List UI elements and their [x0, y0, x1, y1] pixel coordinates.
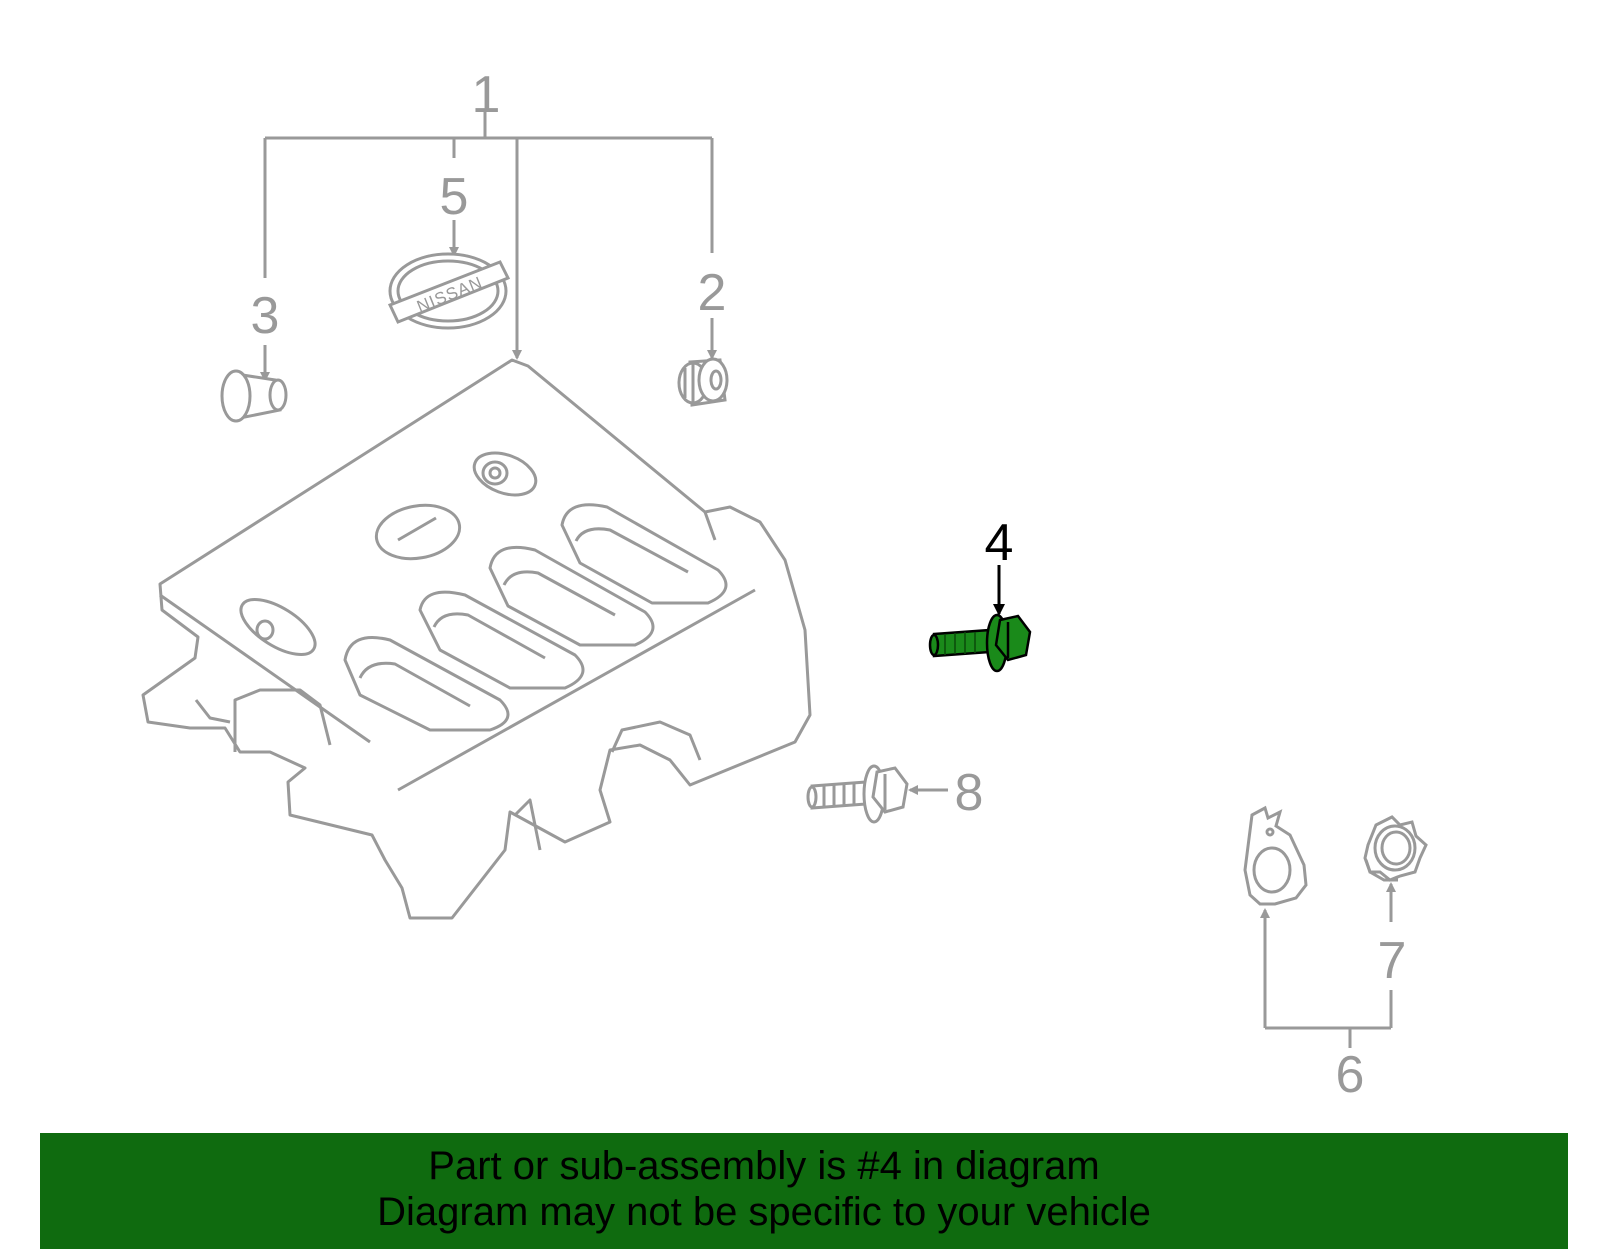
banner-line-1: Part or sub-assembly is #4 in diagram	[428, 1144, 1100, 1188]
grommet-part	[677, 357, 729, 407]
emblem: NISSAN	[387, 252, 511, 330]
callout-8: 8	[955, 764, 984, 822]
callout-5: 5	[440, 168, 469, 226]
callout-7: 7	[1378, 932, 1407, 990]
callout-2: 2	[698, 264, 727, 322]
bolt-part-8	[806, 764, 909, 824]
nut-part-7	[1363, 815, 1428, 882]
bracket-part-6	[1243, 805, 1308, 906]
callout-1: 1	[472, 66, 501, 124]
leader-lines-1	[260, 112, 717, 382]
callout-3: 3	[251, 287, 280, 345]
bolt-highlighted	[928, 613, 1032, 673]
callout-4: 4	[985, 514, 1014, 572]
banner-line-2: Diagram may not be specific to your vehi…	[377, 1190, 1151, 1234]
leader-lines-6	[1260, 882, 1396, 1048]
callout-6: 6	[1336, 1046, 1365, 1104]
info-banner: Part or sub-assembly is #4 in diagram Di…	[40, 1133, 1568, 1249]
clip-part	[220, 369, 288, 423]
engine-cover	[141, 358, 812, 920]
